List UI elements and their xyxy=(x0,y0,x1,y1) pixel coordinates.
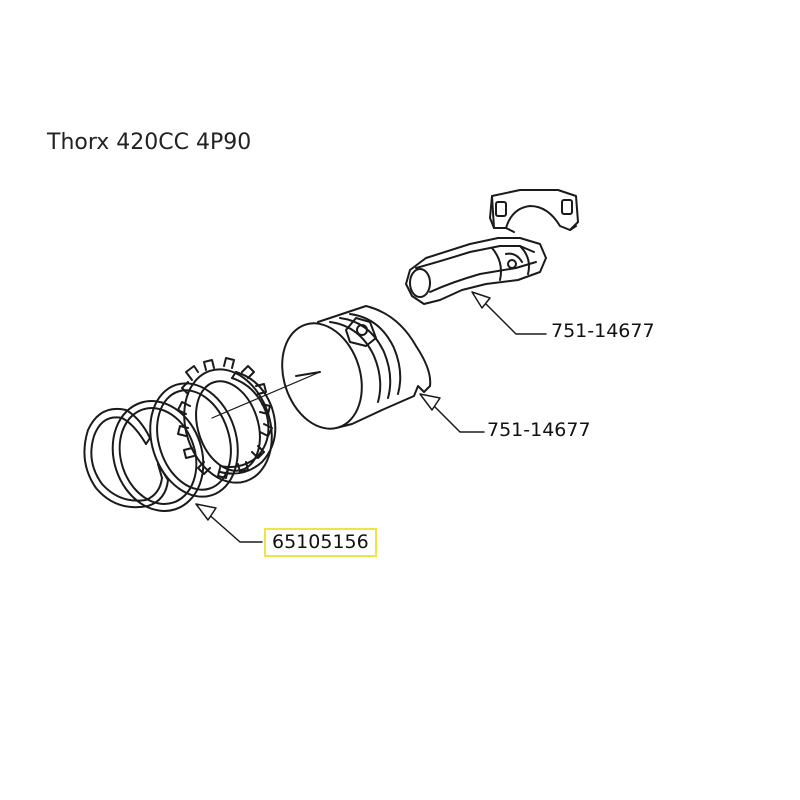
piston xyxy=(281,305,432,430)
part-number-connecting-rod[interactable]: 751-14677 xyxy=(551,320,655,342)
compression-ring-1 xyxy=(111,400,205,512)
leader-rings xyxy=(195,503,263,543)
oil-control-ring xyxy=(177,357,273,484)
rail-ring xyxy=(219,371,277,475)
part-number-piston-rings[interactable]: 65105156 xyxy=(264,528,377,557)
diagram-title: Thorx 420CC 4P90 xyxy=(47,130,252,155)
leader-piston xyxy=(419,393,485,433)
leader-rod xyxy=(471,291,547,335)
connecting-rod xyxy=(405,237,547,305)
rod-cap xyxy=(489,189,579,233)
part-number-piston[interactable]: 751-14677 xyxy=(487,419,591,441)
compression-ring-2 xyxy=(149,382,239,498)
compression-ring-front xyxy=(83,408,169,509)
